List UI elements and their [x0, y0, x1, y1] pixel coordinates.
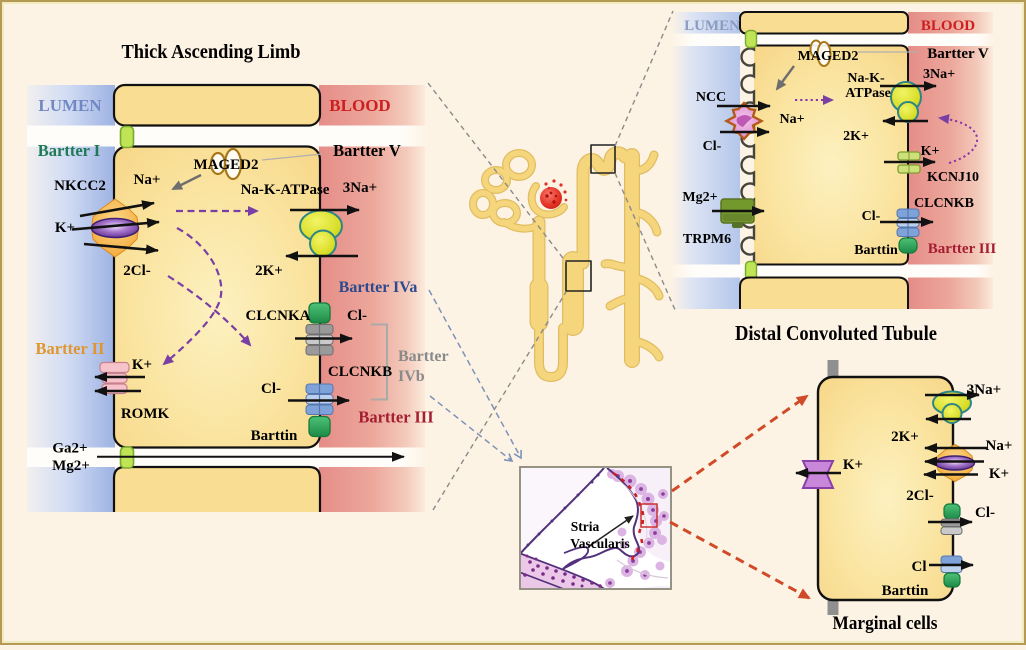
svg-text:Na+: Na+: [779, 112, 804, 127]
svg-text:K+: K+: [989, 466, 1009, 482]
svg-text:MAGED2: MAGED2: [194, 157, 259, 173]
svg-text:2K+: 2K+: [843, 129, 869, 144]
svg-text:Bartter I: Bartter I: [38, 141, 100, 160]
svg-text:NKCC2: NKCC2: [54, 178, 106, 194]
svg-text:TRPM6: TRPM6: [683, 232, 731, 247]
svg-text:Cl-: Cl-: [862, 209, 881, 224]
svg-text:K+: K+: [132, 357, 152, 373]
svg-text:Barttin: Barttin: [882, 583, 929, 599]
svg-text:Na-K-: Na-K-: [847, 71, 885, 86]
svg-text:BLOOD: BLOOD: [329, 96, 390, 115]
svg-text:Na+: Na+: [986, 438, 1013, 454]
svg-text:K+: K+: [843, 457, 863, 473]
svg-text:Bartter V: Bartter V: [333, 141, 401, 160]
svg-text:3Na+: 3Na+: [923, 67, 955, 82]
svg-text:Cl-: Cl-: [975, 505, 995, 521]
svg-text:Na+: Na+: [134, 172, 161, 188]
svg-text:Cl: Cl: [912, 559, 927, 575]
svg-text:MAGED2: MAGED2: [798, 49, 859, 64]
svg-text:NCC: NCC: [696, 90, 726, 105]
svg-text:Bartter II: Bartter II: [36, 339, 105, 358]
svg-text:Bartter V: Bartter V: [927, 46, 989, 62]
svg-text:Thick Ascending Limb: Thick Ascending Limb: [122, 41, 301, 63]
svg-text:CLCNKB: CLCNKB: [328, 364, 392, 380]
svg-text:Marginal cells: Marginal cells: [833, 613, 938, 634]
svg-text:LUMEN: LUMEN: [684, 18, 740, 34]
svg-text:ROMK: ROMK: [121, 406, 170, 422]
svg-text:Vascularis: Vascularis: [570, 536, 630, 551]
svg-text:ATPase: ATPase: [845, 86, 891, 101]
svg-text:LUMEN: LUMEN: [38, 96, 102, 115]
svg-text:Bartter: Bartter: [398, 348, 449, 365]
svg-text:3Na+: 3Na+: [343, 180, 377, 196]
svg-text:2K+: 2K+: [255, 263, 283, 279]
svg-text:2Cl-: 2Cl-: [123, 263, 151, 279]
svg-text:K+: K+: [921, 144, 940, 159]
svg-text:Distal Convoluted Tubule: Distal Convoluted Tubule: [735, 321, 937, 345]
svg-text:Bartter III: Bartter III: [928, 241, 997, 257]
svg-text:IVb: IVb: [398, 368, 425, 385]
svg-text:Cl-: Cl-: [261, 381, 281, 397]
svg-text:3Na+: 3Na+: [967, 382, 1001, 398]
svg-text:Barttin: Barttin: [251, 428, 298, 444]
svg-text:2K+: 2K+: [891, 429, 919, 445]
svg-text:K+: K+: [55, 220, 75, 236]
svg-text:Mg2+: Mg2+: [52, 458, 90, 474]
svg-text:KCNJ10: KCNJ10: [927, 170, 979, 185]
svg-text:Ga2+: Ga2+: [52, 441, 87, 457]
svg-text:Mg2+: Mg2+: [682, 190, 717, 205]
svg-text:Cl-: Cl-: [347, 308, 367, 324]
svg-text:Na-K-ATPase: Na-K-ATPase: [241, 182, 330, 198]
svg-text:CLCNKA: CLCNKA: [245, 308, 310, 324]
svg-text:2Cl-: 2Cl-: [906, 488, 934, 504]
svg-text:Bartter III: Bartter III: [358, 408, 433, 427]
svg-text:Barttin: Barttin: [854, 243, 898, 258]
svg-text:Stria: Stria: [571, 519, 600, 534]
svg-text:BLOOD: BLOOD: [921, 18, 975, 34]
svg-text:CLCNKB: CLCNKB: [914, 196, 974, 211]
svg-text:Cl-: Cl-: [703, 139, 722, 154]
svg-text:Bartter IVa: Bartter IVa: [339, 279, 418, 296]
